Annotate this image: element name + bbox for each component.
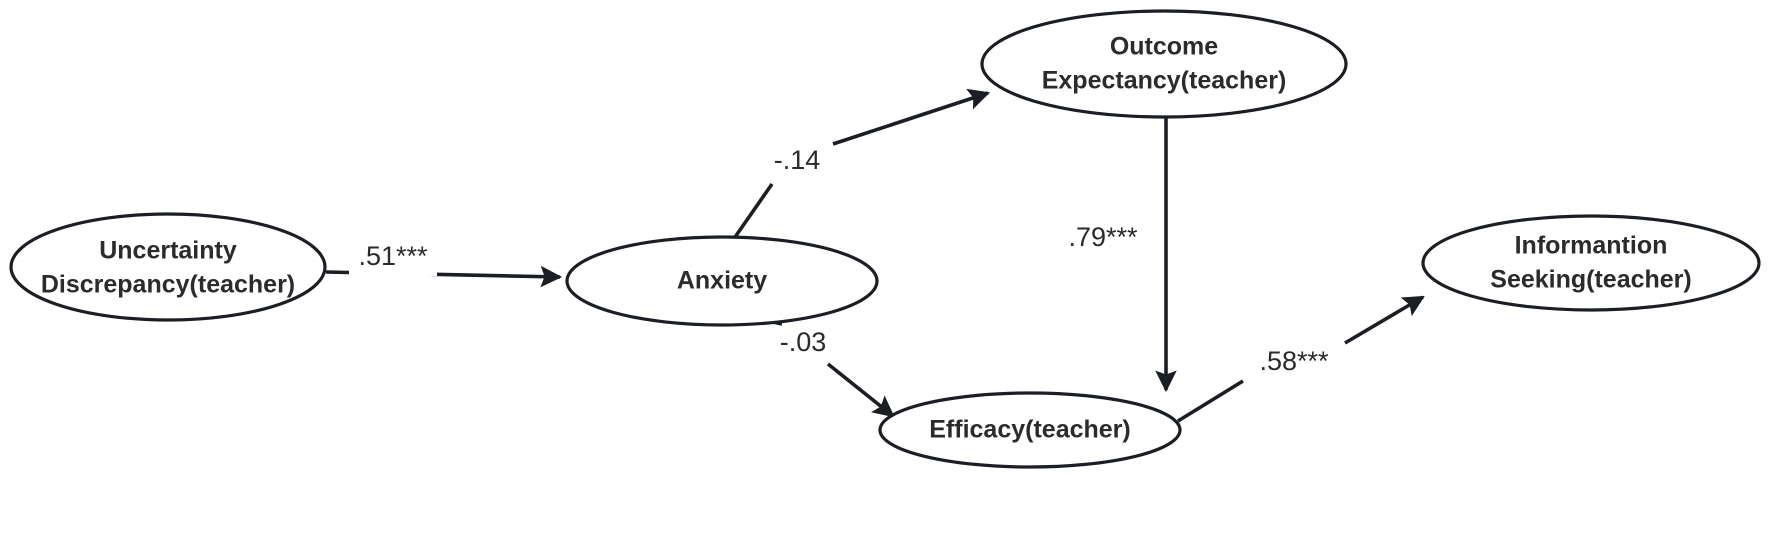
node-label-information-seeking-line2: Seeking(teacher) (1490, 266, 1691, 294)
edge-line-efficacy-to-information-seeking (1177, 379, 1244, 423)
edge-label-anxiety-to-outcome-expectancy: -.14 (774, 145, 821, 175)
node-shape-information-seeking (1421, 214, 1761, 312)
edge-line-anxiety-to-efficacy-2 (826, 362, 895, 418)
node-outcome-expectancy[interactable]: Outcome Expectancy(teacher) (980, 9, 1348, 119)
edge-label-outcome-expectancy-to-efficacy: .79*** (1068, 222, 1138, 252)
edge-anxiety-to-efficacy: -.03 (744, 314, 895, 418)
edge-label-backdrop (349, 238, 437, 276)
edge-outcome-expectancy-to-efficacy: .79*** (1068, 118, 1177, 393)
node-label-outcome-expectancy-line2: Expectancy(teacher) (1042, 67, 1287, 95)
node-information-seeking[interactable]: Informantion Seeking(teacher) (1421, 214, 1761, 312)
edge-line-anxiety-to-outcome-expectancy-2 (832, 88, 991, 146)
node-label-information-seeking-line1: Informantion (1515, 232, 1668, 260)
node-uncertainty-discrepancy[interactable]: Uncertainty Discrepancy(teacher) (9, 212, 327, 322)
edge-label-anxiety-to-efficacy: -.03 (780, 327, 827, 357)
node-label-uncertainty-discrepancy-line2: Discrepancy(teacher) (41, 271, 295, 299)
edge-uncertainty-to-anxiety: .51*** (325, 238, 563, 288)
edge-efficacy-to-information-seeking: .58*** (1177, 295, 1425, 423)
node-label-uncertainty-discrepancy-line1: Uncertainty (99, 237, 237, 265)
node-label-anxiety: Anxiety (677, 267, 767, 295)
node-shape-anxiety (565, 235, 879, 327)
node-label-outcome-expectancy-line1: Outcome (1110, 33, 1218, 61)
edge-label-efficacy-to-information-seeking: .58*** (1259, 346, 1329, 376)
node-anxiety[interactable]: Anxiety (565, 235, 879, 327)
node-label-efficacy: Efficacy(teacher) (929, 416, 1130, 444)
edge-line-anxiety-to-outcome-expectancy (731, 182, 774, 242)
node-shape-uncertainty-discrepancy (9, 212, 327, 322)
edge-anxiety-to-outcome-expectancy: -.14 (731, 88, 991, 242)
node-efficacy[interactable]: Efficacy(teacher) (878, 391, 1182, 469)
edge-label-uncertainty-to-anxiety: .51*** (358, 241, 428, 271)
node-shape-efficacy (878, 391, 1182, 469)
node-shape-outcome-expectancy (980, 9, 1348, 119)
edge-line-efficacy-to-information-seeking-2 (1344, 295, 1425, 345)
